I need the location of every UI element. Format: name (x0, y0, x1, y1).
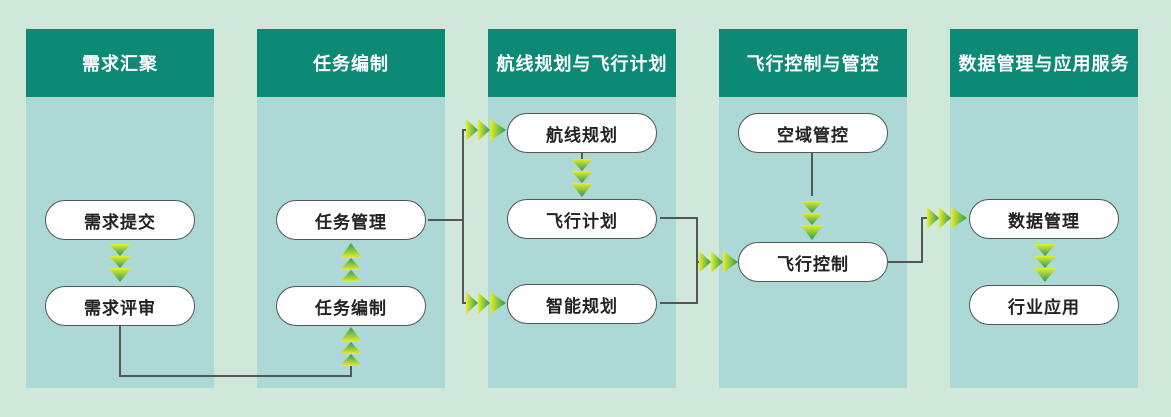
node-task-manage[interactable]: 任务管理 (276, 200, 426, 240)
connector-manage-to-smart (462, 220, 468, 304)
node-task-compile[interactable]: 任务编制 (276, 286, 426, 326)
lane-title: 数据管理与应用服务 (950, 29, 1138, 97)
node-demand-submit[interactable]: 需求提交 (45, 200, 195, 240)
lane-title: 需求汇聚 (26, 29, 214, 97)
node-flight-plan[interactable]: 飞行计划 (507, 199, 657, 239)
node-route-plan[interactable]: 航线规划 (507, 113, 657, 153)
node-smart-plan[interactable]: 智能规划 (507, 284, 657, 324)
node-industry-app[interactable]: 行业应用 (969, 285, 1119, 325)
lane-flight-control: 飞行控制与管控 (719, 29, 907, 388)
lane-title: 飞行控制与管控 (719, 29, 907, 97)
node-airspace-control[interactable]: 空域管控 (738, 113, 888, 153)
node-demand-review[interactable]: 需求评审 (45, 286, 195, 326)
lane-title: 任务编制 (257, 29, 445, 97)
lane-title: 航线规划与飞行计划 (488, 29, 676, 97)
node-data-manage[interactable]: 数据管理 (969, 199, 1119, 239)
node-flight-control[interactable]: 飞行控制 (738, 242, 888, 282)
